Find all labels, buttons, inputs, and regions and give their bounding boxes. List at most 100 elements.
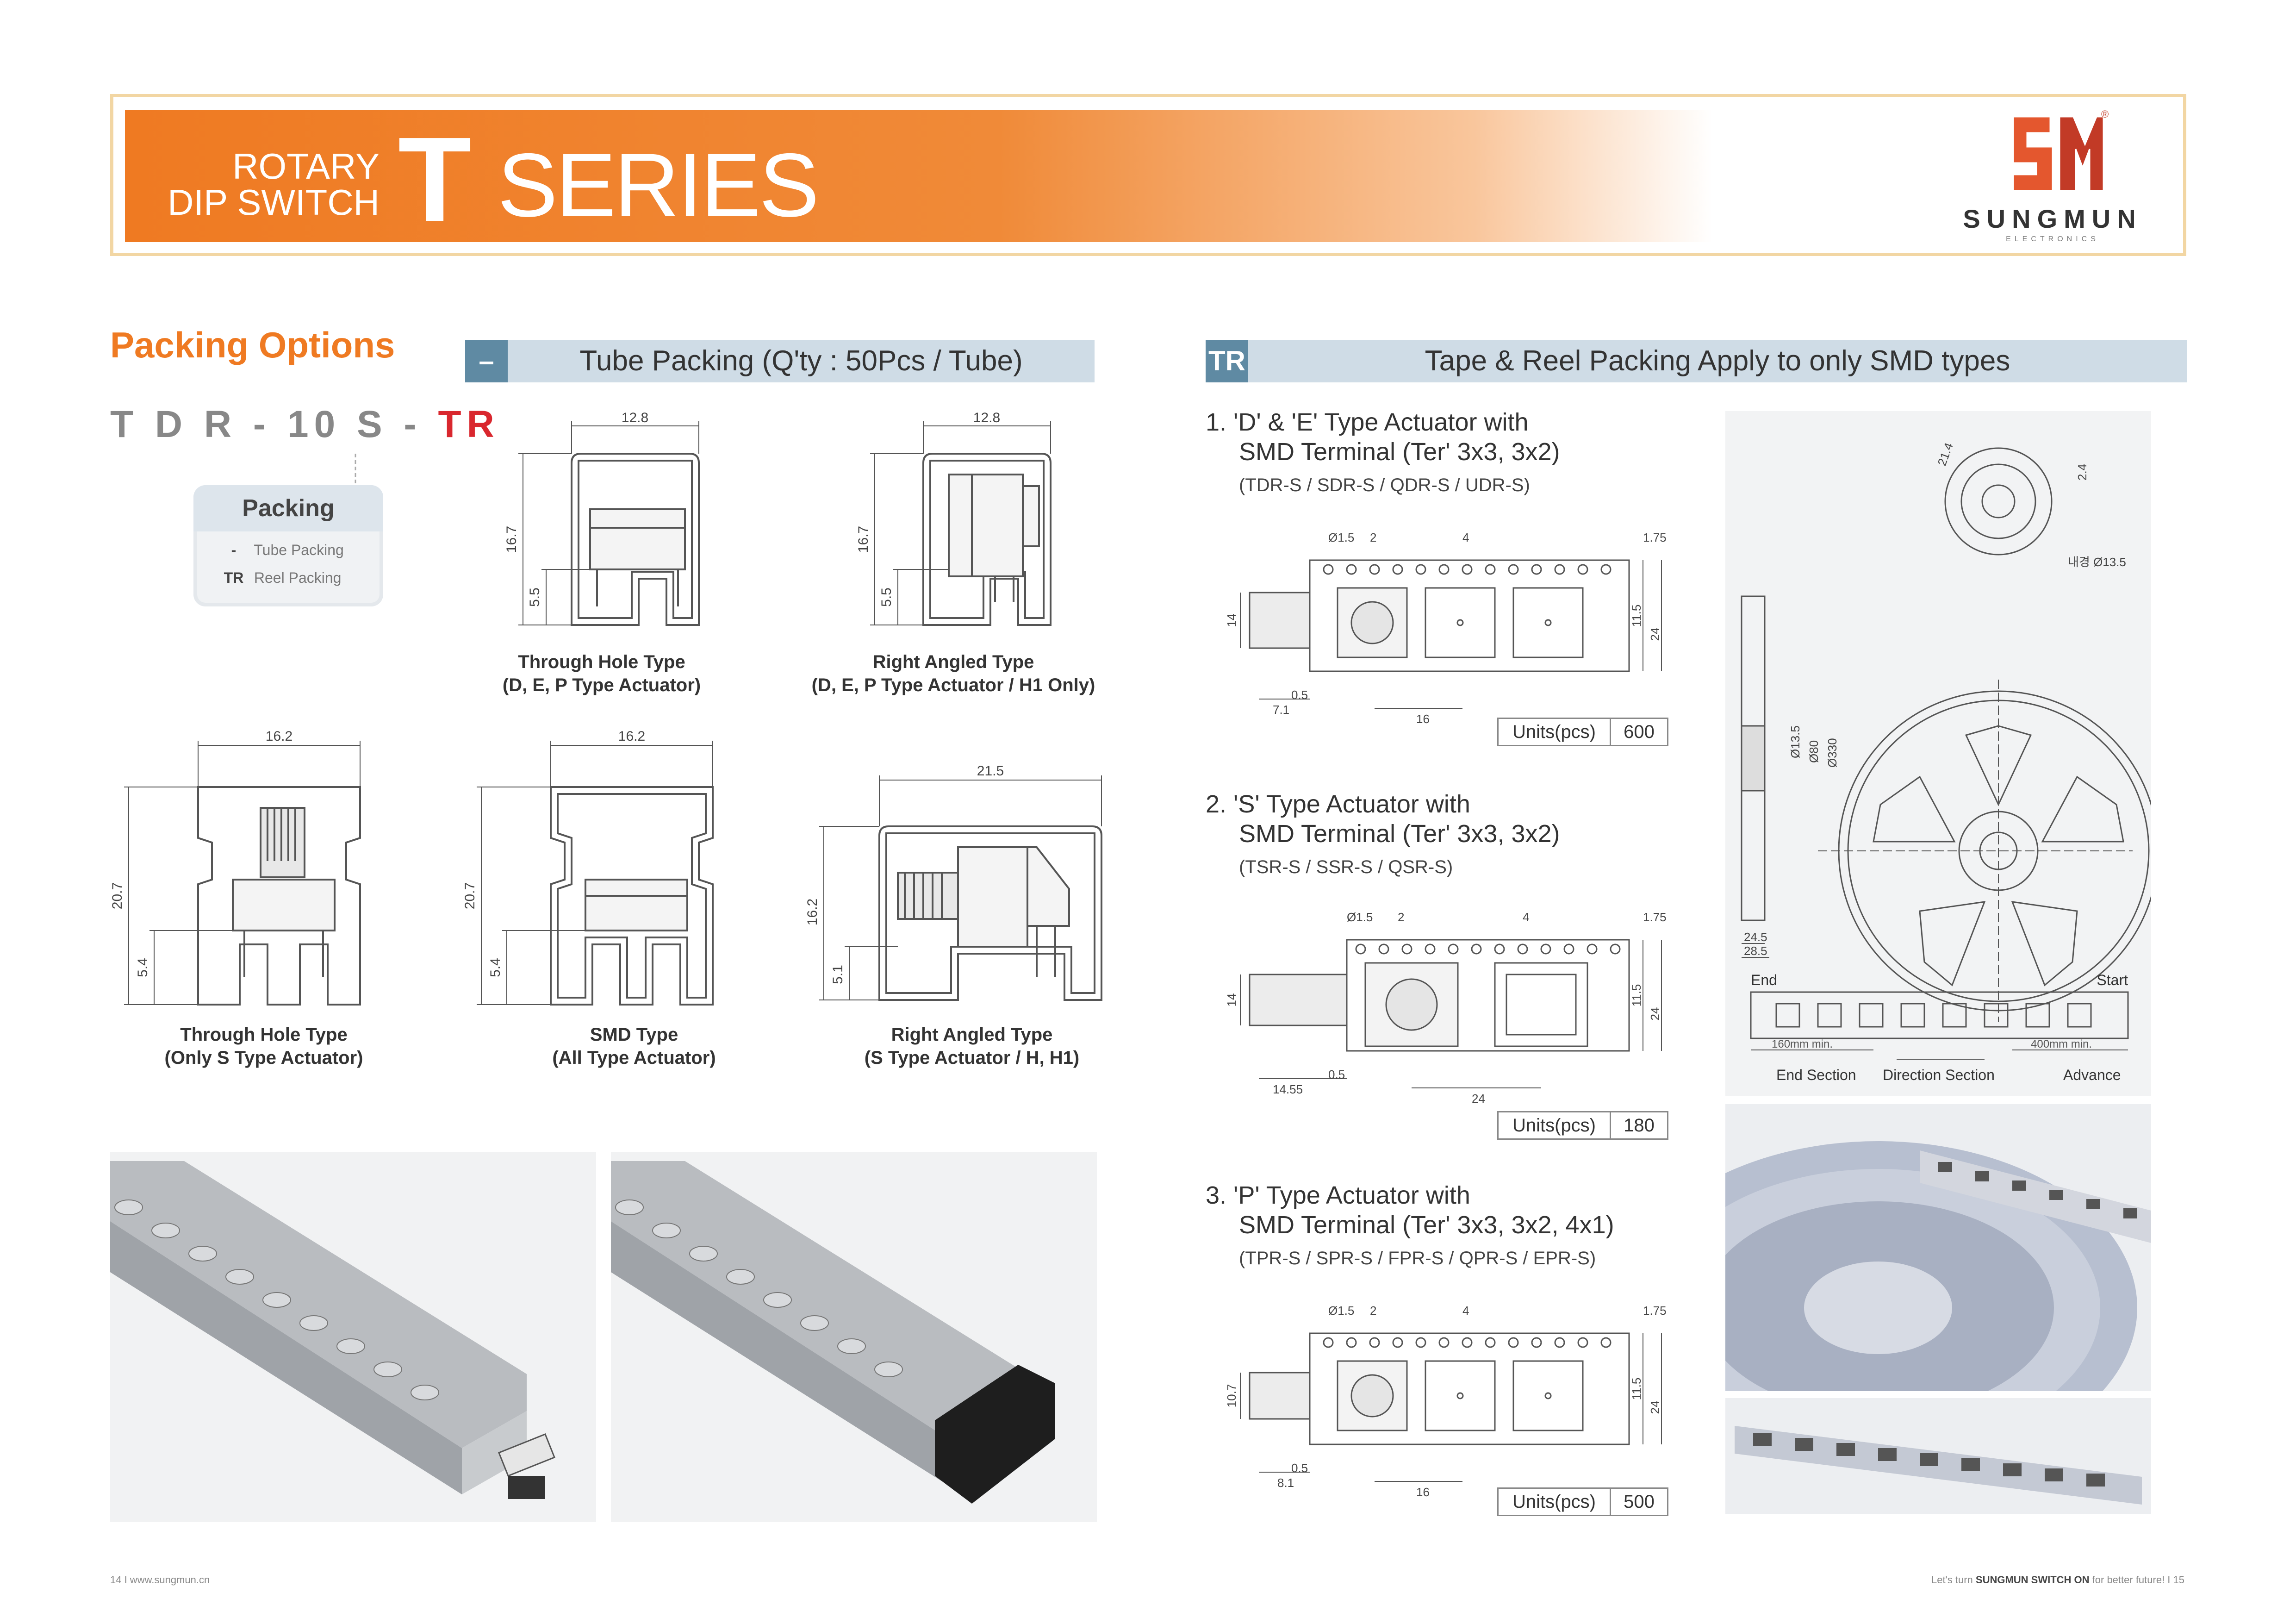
dim-width: 12.8	[622, 410, 648, 425]
dim-height: 16.2	[805, 899, 820, 925]
reel-item-models: (TDR-S / SDR-S / QDR-S / UDR-S)	[1239, 475, 1530, 495]
reel-dim-r1: Ø13.5	[1788, 725, 1802, 758]
dim-hole: Ø1.5	[1328, 1304, 1354, 1318]
packing-legend-label: Reel Packing	[254, 569, 342, 586]
dim-hole: Ø1.5	[1347, 910, 1373, 924]
packing-legend-row: TR Reel Packing	[218, 569, 342, 587]
header-rotary-label: ROTARY DIP SWITCH	[139, 148, 380, 220]
dim-hole: Ø1.5	[1328, 531, 1354, 544]
dim-height-2: 5.4	[488, 958, 503, 977]
dim-pitch: 24	[1472, 1092, 1485, 1106]
dim-gap: 0.5	[1291, 688, 1308, 702]
part-code: T D R - 10 S - TR	[110, 403, 500, 446]
dim-height-2: 5.5	[527, 587, 542, 607]
header-rotary-line2: DIP SWITCH	[168, 182, 380, 223]
reel-drawing-panel: 21.4 2.4 내경 Ø13.5 Ø13.5 Ø80 Ø330 24.5 28…	[1725, 411, 2151, 1096]
tape-min-2: 400mm min.	[2031, 1038, 2092, 1050]
header-series-word: SERIES	[498, 135, 819, 236]
units-box: Units(pcs) 500	[1497, 1487, 1668, 1516]
dim-t1: 1.75	[1643, 531, 1667, 544]
dim-height: 20.7	[110, 882, 125, 909]
packing-legend-key: TR	[224, 569, 244, 586]
reel-hub-dim: 내경 Ø13.5	[2068, 555, 2126, 569]
caption-line2: (S Type Actuator / H, H1)	[864, 1048, 1080, 1068]
reel-item-title: 2. 'S' Type Actuator with	[1206, 790, 1470, 818]
reel-section-header: TR Tape & Reel Packing Apply to only SMD…	[1206, 340, 2187, 382]
dim-left-h: 10.7	[1225, 1384, 1238, 1408]
units-label: Units(pcs)	[1499, 1489, 1611, 1515]
tape-min-1: 160mm min.	[1772, 1038, 1833, 1050]
tube-diagram-through-hole: 12.8 16.7 5.5	[504, 410, 700, 626]
footer-left: 14 I www.sungmun.cn	[110, 1574, 210, 1586]
tape-end-section: End Section	[1776, 1067, 1856, 1083]
footer-right: Let's turn SUNGMUN SWITCH ON for better …	[1481, 1574, 2184, 1586]
caption-line1: Through Hole Type	[180, 1024, 348, 1045]
dim-p2: 4	[1462, 1304, 1469, 1318]
dim-p1: 2	[1370, 531, 1376, 544]
reel-item-title: SMD Terminal (Ter' 3x3, 3x2)	[1239, 438, 1560, 466]
dim-width: 16.2	[618, 729, 645, 744]
units-box: Units(pcs) 180	[1497, 1111, 1668, 1140]
part-code-connector	[355, 454, 356, 486]
reel-item-title: SMD Terminal (Ter' 3x3, 3x2, 4x1)	[1239, 1211, 1614, 1239]
dim-p2: 4	[1523, 910, 1529, 924]
reel-dim-w1: 24.5	[1744, 930, 1767, 944]
dim-pitch: 16	[1416, 1485, 1430, 1499]
dim-height-2: 5.5	[879, 587, 894, 607]
caption-line2: (All Type Actuator)	[552, 1048, 716, 1068]
dim-height: 16.7	[856, 526, 871, 553]
units-label: Units(pcs)	[1499, 1112, 1611, 1138]
dim-offset: 14.55	[1273, 1082, 1303, 1096]
reel-item-title: 3. 'P' Type Actuator with	[1206, 1181, 1470, 1209]
tube-caption: Right Angled Type (D, E, P Type Actuator…	[805, 650, 1101, 697]
reel-item-models: (TPR-S / SPR-S / FPR-S / QPR-S / EPR-S)	[1239, 1248, 1596, 1268]
units-value: 500	[1624, 1492, 1655, 1512]
caption-line1: Through Hole Type	[518, 652, 685, 672]
units-box: Units(pcs) 600	[1497, 718, 1668, 746]
reel-item-1-heading: 1. 'D' & 'E' Type Actuator with SMD Term…	[1206, 407, 1715, 496]
dim-height: 16.7	[504, 526, 519, 553]
header-rotary-line1: ROTARY	[232, 146, 380, 187]
reel-item-title: 1. 'D' & 'E' Type Actuator with	[1206, 408, 1529, 436]
tape-diagram-2: Ø1.5 2 4 1.75 11.5 24 14 14.55 0.5 24	[1225, 910, 1667, 1106]
tube-caption: Right Angled Type (S Type Actuator / H, …	[805, 1023, 1139, 1069]
units-value: 600	[1624, 722, 1655, 742]
dim-offset: 7.1	[1273, 703, 1289, 717]
tube-diagram-smd: 16.2 20.7 5.4	[463, 729, 714, 1006]
dim-p1: 2	[1398, 910, 1404, 924]
dim-gap: 0.5	[1291, 1461, 1308, 1475]
tube-section-tag: –	[465, 340, 508, 382]
tape-render-image	[1725, 1398, 2151, 1514]
dim-height-2: 5.4	[135, 958, 150, 977]
dim-width: 21.5	[977, 763, 1004, 779]
caption-line1: Right Angled Type	[891, 1024, 1053, 1045]
reel-render-image	[1725, 1104, 2151, 1391]
tube-caption: Through Hole Type (D, E, P Type Actuator…	[463, 650, 740, 697]
tube-render-image-1	[110, 1152, 596, 1522]
reel-dim-r3: Ø330	[1825, 738, 1839, 768]
tube-caption: Through Hole Type (Only S Type Actuator)	[120, 1023, 407, 1069]
units-value: 180	[1624, 1115, 1655, 1136]
tape-start-label: Start	[2097, 972, 2128, 988]
reel-section-title: Tape & Reel Packing Apply to only SMD ty…	[1425, 345, 2010, 377]
tape-direction-section: Direction Section	[1883, 1067, 1995, 1083]
tube-diagram-right-angled-s: 21.5 16.2 5.1	[805, 763, 1102, 1001]
dim-t2: 11.5	[1630, 984, 1643, 1007]
caption-line2: (D, E, P Type Actuator / H1 Only)	[811, 675, 1095, 695]
dim-offset: 8.1	[1277, 1476, 1294, 1490]
caption-line1: Right Angled Type	[872, 652, 1034, 672]
dim-t2: 11.5	[1630, 1378, 1643, 1400]
tape-advance: Advance	[2063, 1067, 2121, 1083]
dim-t1: 1.75	[1643, 1304, 1667, 1318]
caption-line2: (Only S Type Actuator)	[164, 1048, 363, 1068]
caption-line2: (D, E, P Type Actuator)	[502, 675, 701, 695]
dim-t3: 24	[1648, 628, 1662, 641]
dim-height-2: 5.1	[830, 965, 846, 984]
dim-t2: 11.5	[1630, 605, 1643, 627]
tape-diagram-1: Ø1.5 2 4 1.75 11.5 24 14 7.1 0.5 16	[1225, 531, 1667, 726]
dim-p1: 2	[1370, 1304, 1376, 1318]
brand-sub: ELECTRONICS	[2006, 235, 2099, 243]
header-band	[125, 110, 1712, 242]
header-frame	[110, 94, 2186, 256]
reel-item-title: SMD Terminal (Ter' 3x3, 3x2)	[1239, 820, 1560, 848]
